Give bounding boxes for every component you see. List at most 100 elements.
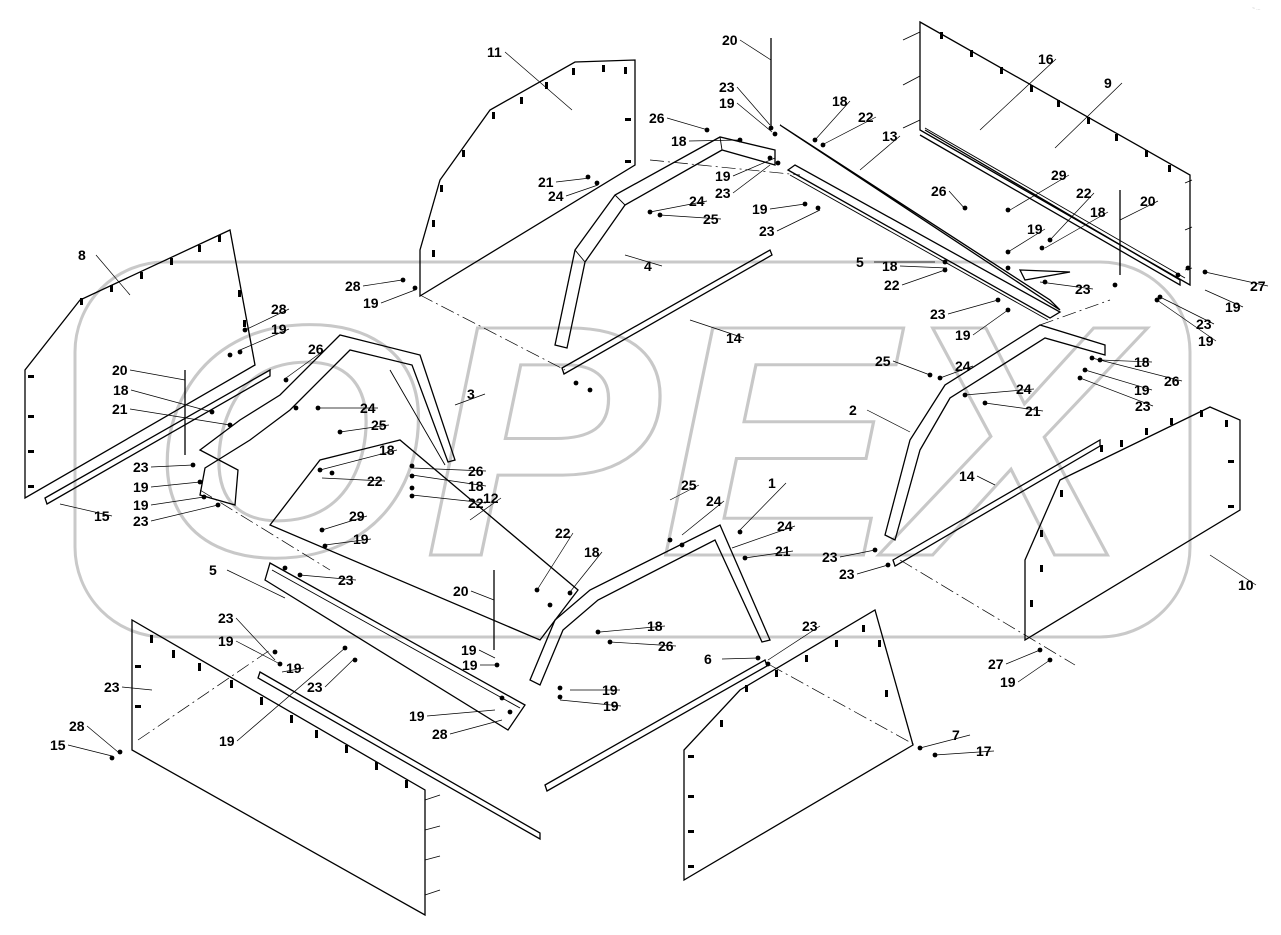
callout-label: 19	[1225, 299, 1241, 315]
hardware-dot	[507, 709, 513, 715]
rail-5-lower	[264, 562, 526, 731]
callout-label: 19	[409, 708, 425, 724]
leader-line	[86, 725, 119, 753]
leader-line	[972, 309, 1009, 336]
hardware-dot	[1037, 647, 1043, 653]
leader-line	[736, 102, 773, 133]
hardware-dot	[772, 131, 778, 137]
leader-line	[281, 667, 305, 673]
leader-line	[324, 538, 372, 546]
leader-line	[478, 649, 496, 659]
callout-label: 11	[487, 44, 502, 60]
leader-line	[721, 657, 759, 660]
leader-line	[689, 319, 745, 339]
callout-label: 1	[768, 475, 776, 491]
leader-line	[339, 424, 390, 433]
hardware-dot	[494, 662, 500, 668]
leader-line	[59, 503, 113, 517]
hardware-dot	[872, 547, 878, 553]
rail-5-upper	[786, 164, 1071, 321]
align-line-10-7	[899, 559, 1076, 666]
leader-line	[892, 360, 931, 376]
hardware-dot	[190, 462, 196, 468]
leader-line	[380, 289, 416, 304]
leader-line	[226, 569, 286, 599]
hardware-dot	[667, 537, 673, 543]
callout-label: 18	[584, 544, 600, 560]
callout-label: 23	[1196, 316, 1212, 332]
hardware-dot	[937, 375, 943, 381]
hardware-dot	[342, 645, 348, 651]
callout-label: 19	[218, 633, 234, 649]
callout-label: 18	[379, 442, 395, 458]
hardware-dot	[1005, 207, 1011, 213]
callout-label: 19	[955, 327, 971, 343]
callout-label: 22	[884, 277, 900, 293]
leader-line	[470, 590, 495, 601]
hardware-dot	[765, 661, 771, 667]
hardware-dot	[595, 629, 601, 635]
alignment-lines	[137, 159, 1111, 746]
hardware-dot	[412, 285, 418, 291]
leader-line	[688, 139, 741, 142]
leader-line	[555, 177, 591, 183]
hardware-dot	[242, 327, 248, 333]
hardware-dot	[329, 470, 335, 476]
callout-label: 25	[681, 477, 697, 493]
callout-label: 24	[777, 518, 793, 534]
leader-line	[736, 86, 771, 126]
callout-label: 26	[308, 341, 324, 357]
leader-line	[649, 200, 708, 213]
hardware-dot	[812, 137, 818, 143]
leader-line	[1039, 281, 1094, 290]
panel-8	[24, 229, 256, 500]
callout-label: 18	[1134, 354, 1150, 370]
leader-line	[67, 744, 113, 757]
leader-line	[814, 100, 851, 141]
hardware-dot	[737, 137, 743, 143]
hardware-dot	[1202, 269, 1208, 275]
hardware-dot	[109, 755, 115, 761]
callout-label: 20	[112, 362, 128, 378]
leader-line	[1079, 377, 1154, 407]
leader-line	[939, 365, 974, 379]
leader-line	[776, 209, 821, 232]
callout-label: 8	[78, 247, 86, 263]
leader-line	[426, 709, 496, 717]
hardware-dot	[567, 590, 573, 596]
hardware-dot	[352, 657, 358, 663]
leader-line	[821, 116, 877, 146]
leader-line	[130, 389, 213, 413]
callout-label: 26	[468, 463, 484, 479]
callout-label: 24	[548, 188, 564, 204]
bar-16-rail-13	[779, 124, 1181, 311]
watermark-frame	[73, 260, 1192, 639]
callout-label: 23	[307, 679, 323, 695]
leader-line	[624, 254, 663, 267]
callout-label: 19	[462, 657, 478, 673]
hardware-dot	[319, 527, 325, 533]
callout-label: 21	[775, 543, 791, 559]
callout-label: 22	[555, 525, 571, 541]
leader-line	[1119, 200, 1159, 221]
callout-label: 19	[602, 682, 618, 698]
leader-line	[919, 734, 971, 749]
hardware-dot	[322, 543, 328, 549]
hardware-dot	[293, 405, 299, 411]
callout-label: 3	[467, 386, 475, 402]
hardware-dot	[409, 493, 415, 499]
hardware-dot	[283, 377, 289, 383]
arch-2	[884, 324, 1106, 541]
callout-label: 19	[133, 497, 149, 513]
leader-line	[1017, 659, 1051, 683]
callout-label: 28	[69, 718, 85, 734]
hardware-dot	[742, 555, 748, 561]
hardware-dot	[1047, 237, 1053, 243]
callout-label: 26	[931, 183, 947, 199]
leader-line	[1005, 649, 1041, 665]
leader-line	[319, 449, 398, 471]
leader-line	[121, 686, 153, 691]
callout-label: 15	[50, 737, 66, 753]
leader-lines	[59, 39, 1269, 757]
